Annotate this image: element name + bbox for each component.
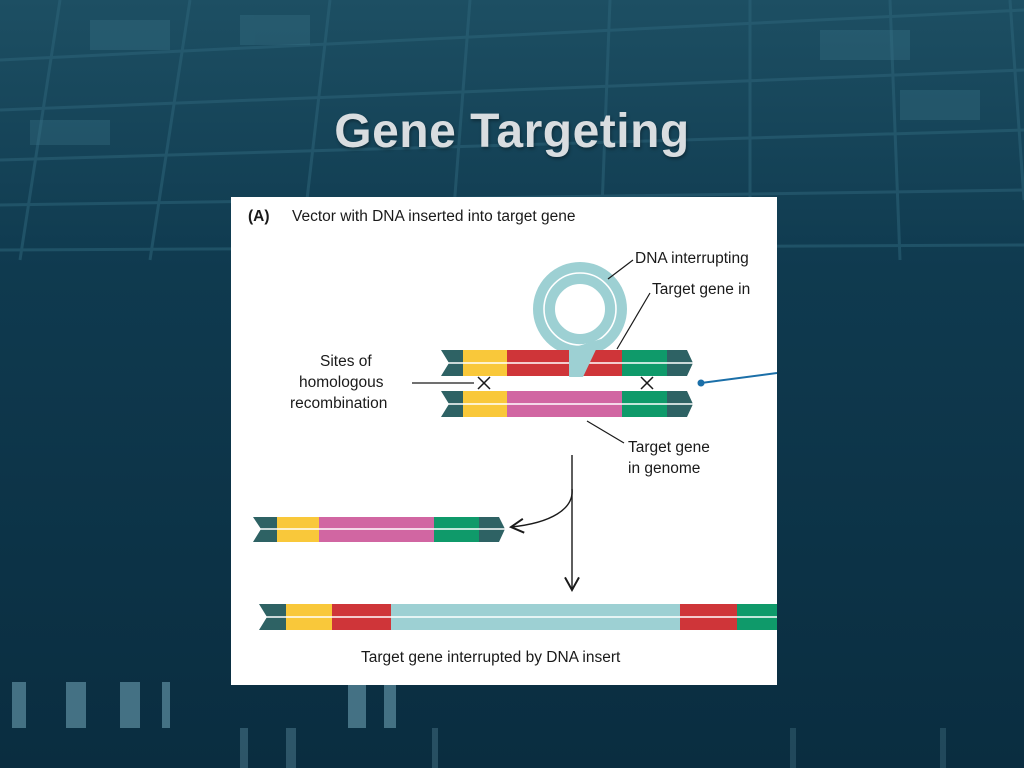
label-dna-interrupting: DNA interrupting [635,250,749,267]
ceiling-panels [30,15,980,145]
figure-heading: Vector with DNA inserted into target gen… [292,208,575,225]
curved-arrow-left [508,488,573,534]
genome-dna-strand [441,391,693,417]
vector-insert-junction [569,339,601,377]
figure-caption: Target gene interrupted by DNA insert [361,649,621,666]
excised-dna-strand [253,517,505,542]
slide-title: Gene Targeting [334,105,690,158]
vector-plasmid-ring [533,262,627,356]
label-sites-of: Sites of [320,353,372,370]
label-in-genome: in genome [628,460,700,477]
label-target-gene: Target gene [628,439,710,456]
interrupted-gene-strand [259,604,777,630]
vector-dna-strand [441,350,693,376]
leader-dna-interrupting [607,259,634,280]
label-target-gene-in-vector: Target gene in [652,281,750,298]
label-homologous: homologous [299,374,384,391]
bottom-light-strips [12,682,946,768]
leader-target-gene-vector [616,292,651,350]
blue-pointer [697,372,777,387]
crossover-marks [477,376,654,390]
gene-targeting-figure: (A) Vector with DNA inserted into target… [231,197,777,685]
label-recombination: recombination [290,395,387,412]
leader-target-gene-genome [586,420,625,444]
panel-letter: (A) [248,208,270,225]
